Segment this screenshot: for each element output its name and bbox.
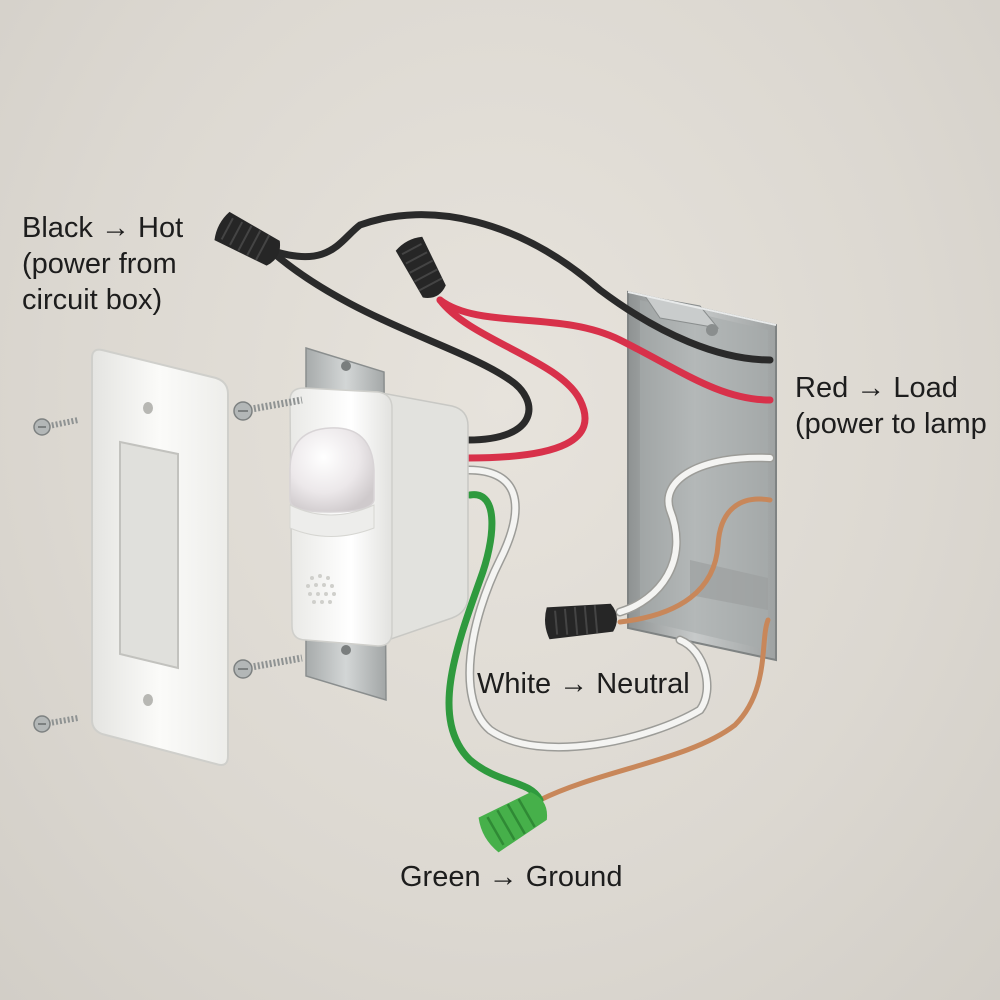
copper-pigtail-wire [617,496,773,625]
green-ground-wire [445,491,544,804]
green-wire-nut [478,792,548,853]
label-white-neutral: White → Neutral [477,666,690,702]
faceplate [91,348,229,766]
label-white-neutral-line1: White → Neutral [477,668,690,700]
label-black-hot-line1: Black → Hot [22,212,184,244]
screw-icon [233,654,303,679]
label-red-load-line1: Red → Load [795,372,958,404]
motion-sensor-icon [289,427,375,604]
white-neutral-wire-core [465,467,711,750]
black-hot-wire [266,246,533,444]
red-box-wire [436,296,774,404]
label-black-hot-line2: (power from [22,248,177,280]
label-green-ground-line1: Green → Ground [400,861,623,893]
label-black-hot: Black → Hot (power from circuit box) [22,210,183,318]
red-load-wire [436,296,589,462]
white-box-wire-core [617,454,773,615]
black-wire-nut [395,236,446,298]
label-red-load: Red → Load (power to lamp [795,370,987,442]
screw-icon [233,396,303,421]
label-black-hot-line3: circuit box) [22,284,163,316]
screw-icon [33,417,79,436]
black-wire-nut [214,211,281,266]
screw-icon [33,715,79,733]
label-green-ground: Green → Ground [400,859,622,895]
black-box-wire [266,211,774,364]
black-wire-nut [544,603,617,640]
copper-ground-wire [537,617,771,803]
label-red-load-line2: (power to lamp [795,408,987,440]
